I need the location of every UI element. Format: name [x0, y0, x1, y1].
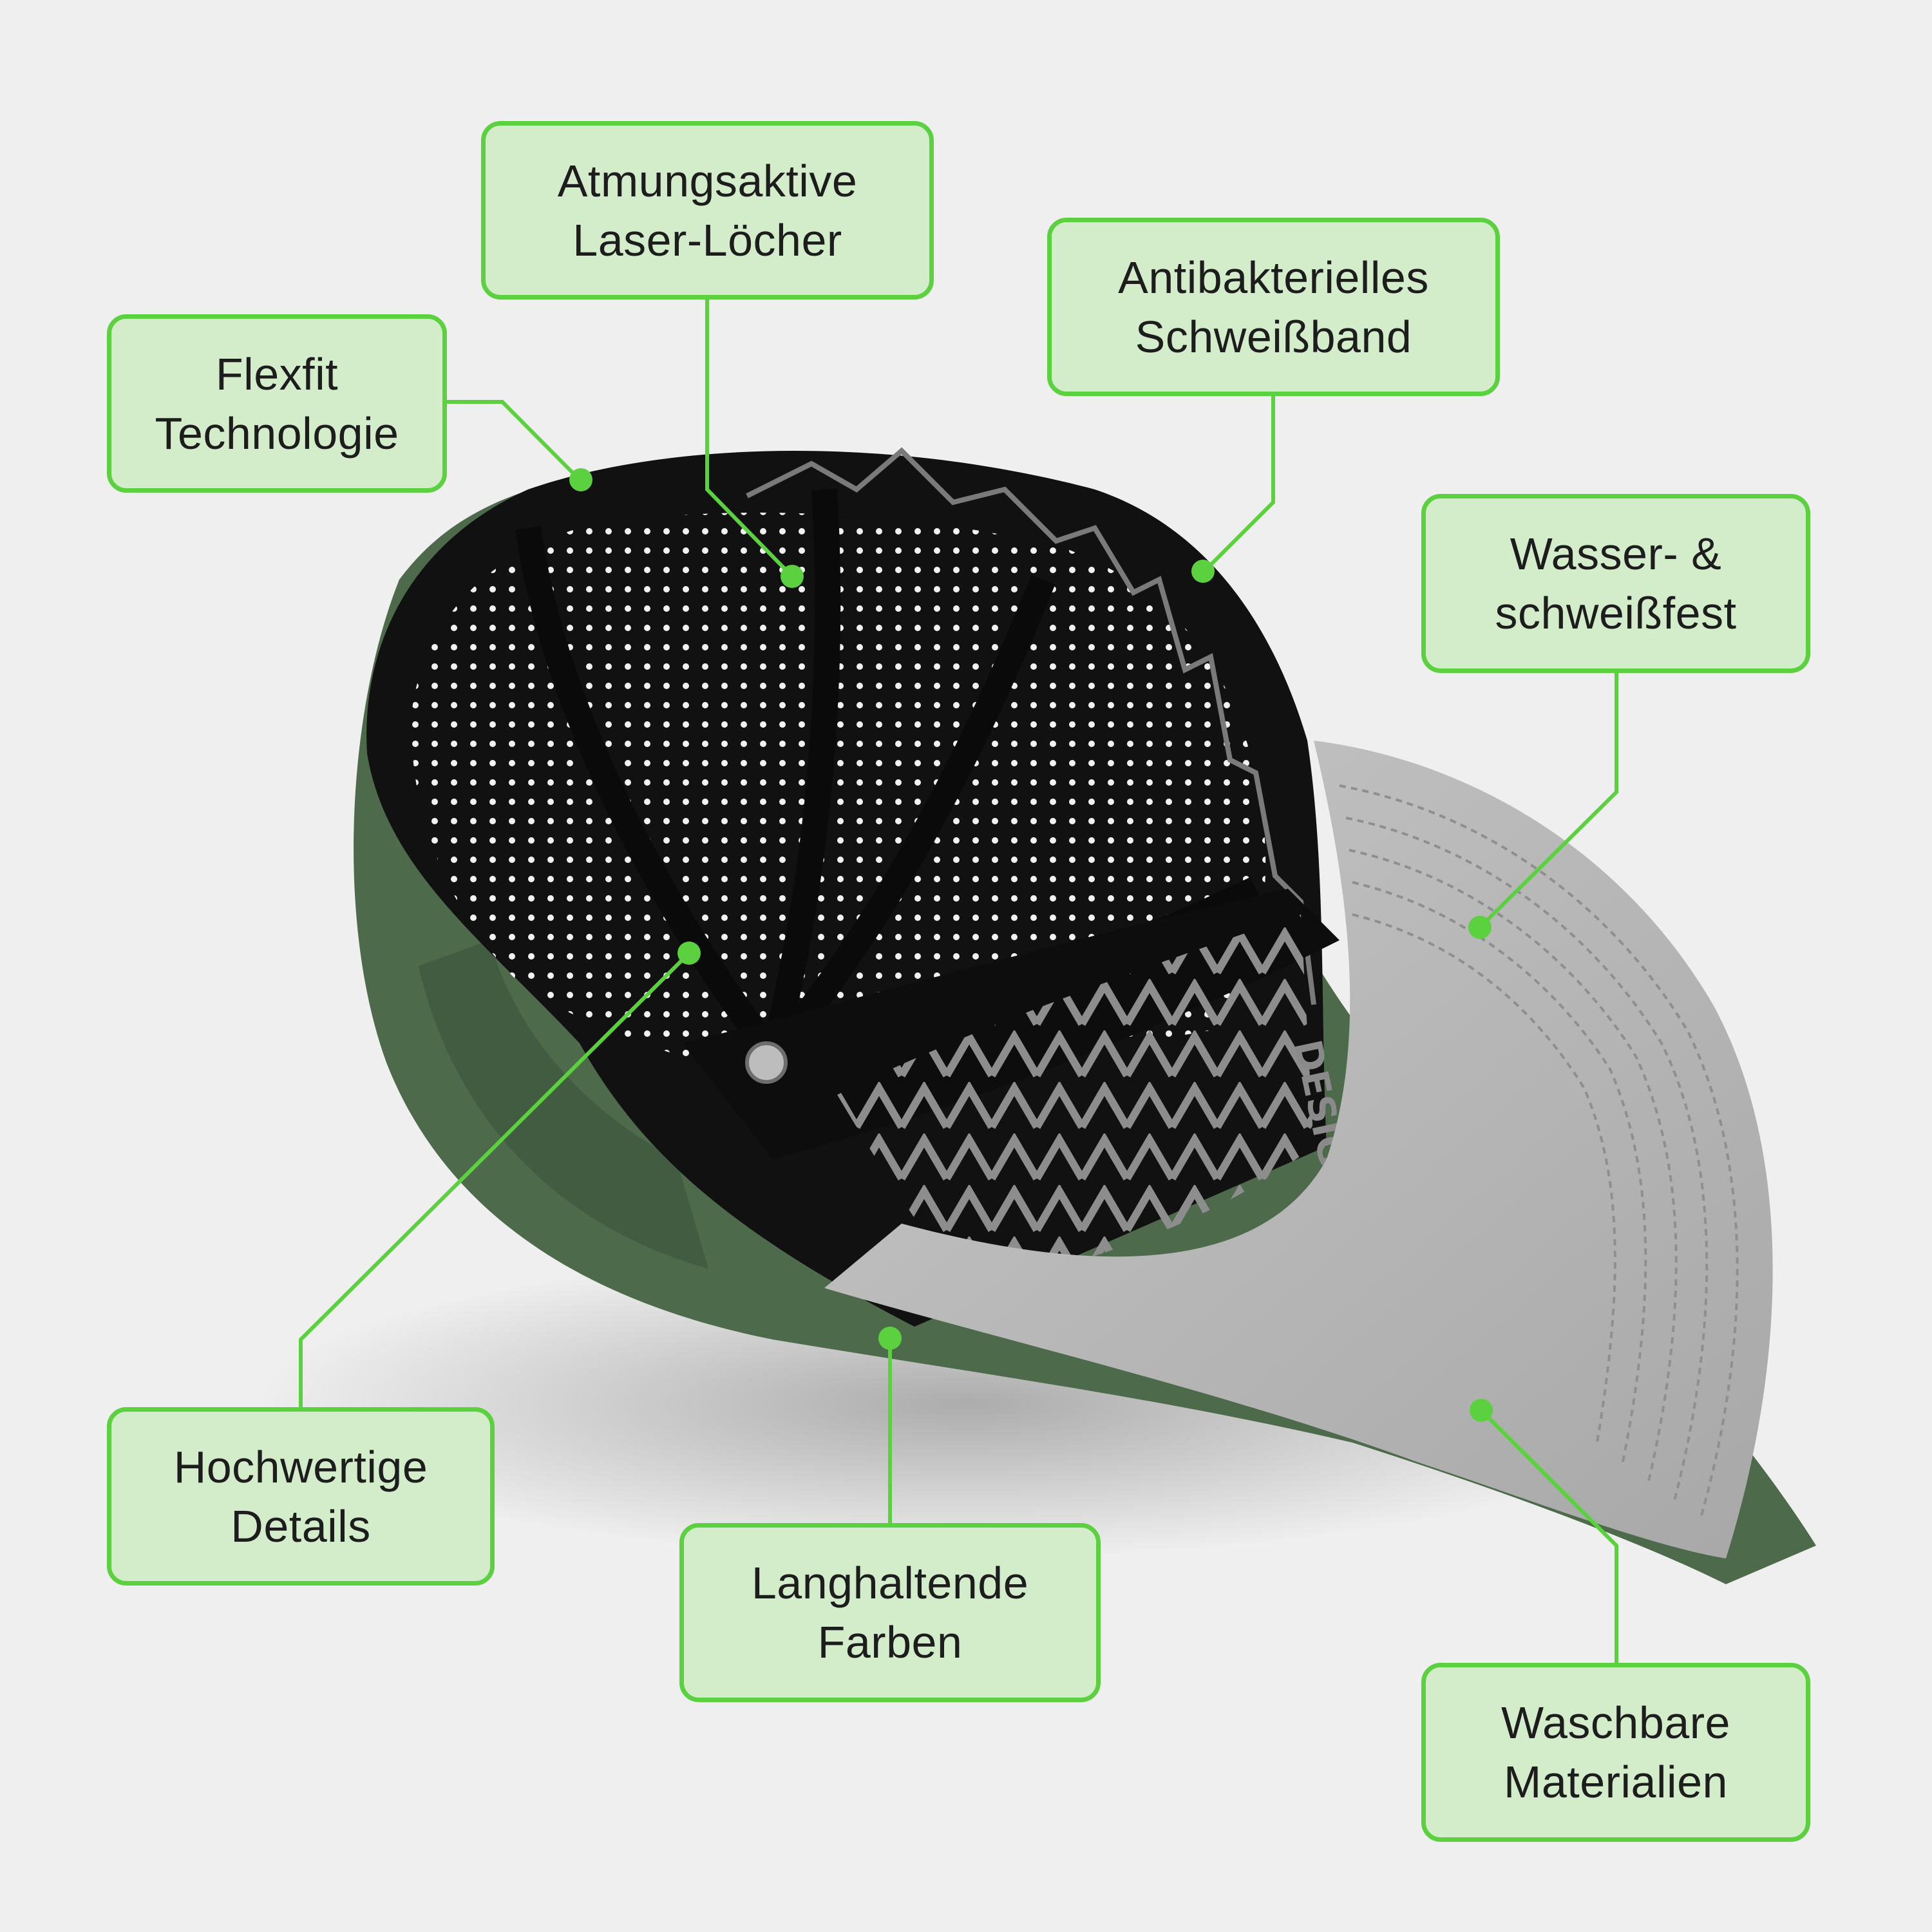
- anchor-sweatband: [1191, 560, 1215, 583]
- anchor-laser-holes: [781, 565, 804, 588]
- anchor-washable: [1470, 1399, 1493, 1422]
- callout-water-sweat: Wasser- & schweißfest: [1421, 494, 1810, 673]
- anchor-water-sweat: [1468, 916, 1492, 939]
- callout-colors-line1: Langhaltende: [751, 1558, 1029, 1608]
- callout-washable-line2: Materialien: [1504, 1757, 1728, 1807]
- callout-laser-holes-line2: Laser-Löcher: [573, 214, 842, 265]
- anchor-colors: [878, 1327, 902, 1350]
- connector-water-sweat: [1478, 673, 1618, 929]
- cap-visor: [824, 741, 1773, 1558]
- callout-colors-line2: Farben: [817, 1617, 963, 1667]
- callout-flexfit-line2: Technologie: [155, 408, 399, 459]
- connector-flexfit: [447, 400, 582, 482]
- connector-details: [299, 951, 691, 1407]
- anchor-dots: [569, 468, 1493, 1422]
- anchor-details: [677, 942, 701, 965]
- callout-washable: Waschbare Materialien: [1421, 1663, 1810, 1842]
- callout-details-line1: Hochwertige: [173, 1441, 428, 1492]
- connector-lines: [299, 299, 1618, 1663]
- callout-details-line2: Details: [231, 1501, 371, 1551]
- connector-laser-holes: [705, 299, 794, 578]
- callout-laser-holes: Atmungsaktive Laser-Löcher: [481, 121, 934, 299]
- callout-sweatband-line2: Schweißband: [1135, 311, 1412, 362]
- anchor-flexfit: [569, 468, 592, 491]
- callout-laser-holes-line1: Atmungsaktive: [557, 155, 858, 206]
- band-chevron-print: [837, 914, 1314, 1288]
- callout-details: Hochwertige Details: [107, 1407, 495, 1586]
- mountain-print: [746, 447, 1316, 1005]
- cap-side-perforation: [419, 940, 708, 1269]
- callout-sweatband: Antibakterielles Schweißband: [1047, 218, 1500, 396]
- callout-washable-line1: Waschbare: [1501, 1698, 1730, 1748]
- callout-water-sweat-line1: Wasser- &: [1510, 529, 1722, 579]
- crown-button: [745, 1041, 788, 1084]
- callout-flexfit-line1: Flexfit: [215, 348, 339, 399]
- callout-water-sweat-line2: schweißfest: [1495, 588, 1737, 638]
- callout-flexfit: Flexfit Technologie: [107, 314, 447, 493]
- connector-sweatband: [1202, 396, 1275, 573]
- connector-washable: [1479, 1408, 1618, 1663]
- visor-stitching: [1339, 784, 1739, 1520]
- callout-sweatband-line1: Antibakterielles: [1118, 252, 1429, 303]
- callout-colors: Langhaltende Farben: [679, 1523, 1101, 1702]
